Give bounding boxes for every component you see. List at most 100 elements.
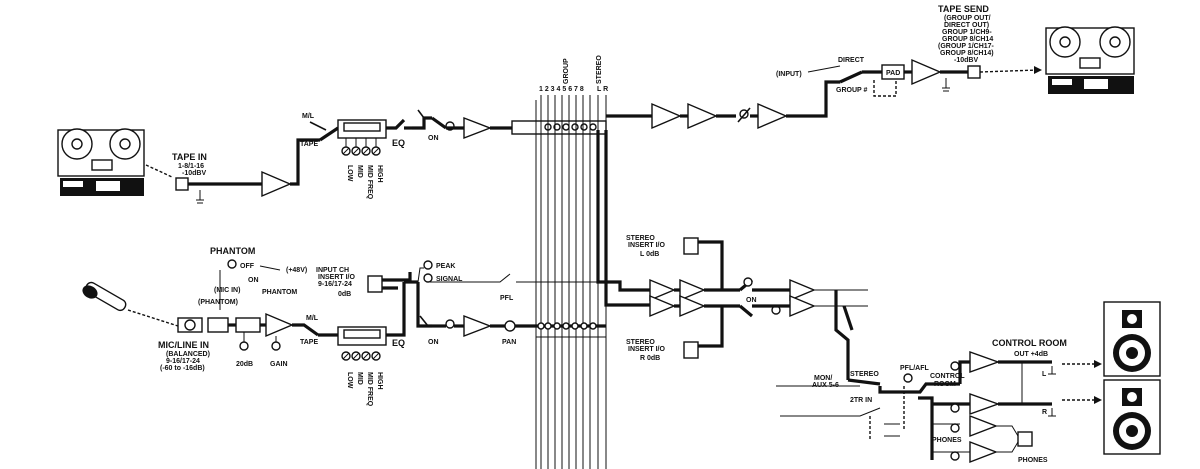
phantom-label: PHANTOM: [210, 246, 255, 256]
mic-eq-low: LOW: [346, 372, 353, 389]
stereo-on-label: ON: [746, 297, 757, 304]
speaker-left-icon: [1103, 301, 1161, 377]
tape-label: TAPE: [300, 141, 318, 148]
pan-knob: [504, 320, 516, 332]
phones-l-amp: [969, 414, 998, 438]
off-label: OFF: [240, 263, 255, 270]
mic-ml-label: M/L: [306, 315, 319, 322]
insert-d4: 0dB: [338, 291, 351, 298]
mic-line-d1: (BALANCED): [166, 351, 210, 358]
input-label: (INPUT): [776, 71, 802, 78]
cr-out-1: CONTROL ROOM: [992, 338, 1067, 348]
phones-r-amp: [969, 440, 998, 464]
tape-send-d7: -10dBV: [954, 57, 978, 64]
stereo-insert-r-1: STEREO: [626, 339, 655, 346]
tape-eq-mid: MID: [356, 165, 363, 178]
peak-label: PEAK: [436, 263, 455, 270]
group-num-label: GROUP #: [836, 87, 867, 94]
tape-send-d6: GROUP 8/CH14): [940, 50, 994, 57]
pad-label: PAD: [886, 70, 900, 77]
tape-ml-label: M/L: [302, 113, 315, 120]
stereo-insert-l-3: L 0dB: [640, 251, 659, 258]
cr-r-label: R: [1042, 409, 1047, 416]
mic-eq-knobs: [341, 351, 381, 361]
phantom-switch-label: PHANTOM: [262, 289, 297, 296]
group-amp-2: [687, 102, 718, 130]
cr-r-amp: [969, 393, 1001, 415]
stereo-bus-label: STEREO: [596, 55, 603, 84]
group-amp-3: [757, 102, 788, 130]
stereo-insert-l-2: INSERT I/O: [628, 242, 666, 249]
tape-send-label: TAPE SEND: [938, 4, 989, 14]
mic-ch-amp: [463, 314, 492, 338]
tape-send-d5: (GROUP 1/CH17-: [938, 43, 995, 50]
mic-on-label: ON: [428, 339, 439, 346]
20db-label: 20dB: [236, 361, 253, 368]
input-insert-jack: [367, 275, 383, 293]
tape-in-detail-1: 1-8/1-16: [178, 163, 204, 170]
tape-recorder-output-icon: [1045, 26, 1135, 94]
tape-in-label: TAPE IN: [172, 152, 207, 162]
mic-eq-high: HIGH: [376, 372, 383, 390]
on-phantom-label: ON: [248, 277, 259, 284]
stereo-insert-r-jack: [683, 341, 699, 359]
tape-in-amp: [261, 170, 292, 198]
stereo-l-amp-1: [649, 278, 676, 302]
plus48v-label: (+48V): [286, 267, 307, 274]
tape-send-jack: [967, 65, 981, 79]
insert-d3: 9-16/17-24: [318, 281, 352, 288]
tape-eq-knobs: [341, 138, 381, 156]
pfl-afl-label: PFL/AFL: [900, 365, 929, 372]
stereo-src-label: STEREO: [850, 371, 879, 378]
tape-eq-high: HIGH: [376, 165, 383, 183]
pfl-label: PFL: [500, 295, 514, 302]
tape-eq-midfreq: MID FREQ: [366, 165, 373, 200]
mic-eq-mid: MID: [356, 372, 363, 385]
mic-bus-nodes: [537, 322, 597, 330]
direct-label: DIRECT: [838, 57, 865, 64]
insert-d2: INSERT I/O: [318, 274, 356, 281]
mic-preamp: [265, 312, 294, 338]
two-tr-in-label: 2TR IN: [850, 397, 872, 404]
stereo-l-out-amp: [789, 278, 816, 302]
stereo-r-out-amp: [789, 294, 816, 318]
control-room-2: ROOM: [934, 381, 956, 388]
mic-fader-knob: [445, 319, 455, 329]
mic-line-d2: 9-16/17-24: [166, 358, 200, 365]
mic-line-d3: (-60 to -16dB): [160, 365, 205, 372]
mic-line-in-label: MIC/LINE IN: [158, 340, 209, 350]
tape-on-label: ON: [428, 135, 439, 142]
cr-l-label: L: [1042, 371, 1047, 378]
tape-send-d4: GROUP 8/CH14: [942, 36, 993, 43]
phantom-paren-label: (PHANTOM): [198, 299, 238, 306]
group-amp-1: [651, 102, 682, 130]
mic-eq-label: EQ: [392, 338, 405, 348]
cr-l-amp: [969, 351, 1001, 373]
tape-in-jack: [175, 177, 189, 191]
stereo-r-amp-1: [649, 294, 676, 318]
tape-send-amp: [911, 58, 942, 86]
cr-out-2: OUT +4dB: [1014, 351, 1048, 358]
phones-label-2: PHONES: [1018, 457, 1048, 464]
insert-d1: INPUT CH: [316, 267, 349, 274]
control-room-1: CONTROL: [930, 373, 965, 380]
lr-label: L R: [597, 86, 608, 93]
mic-eq-midfreq: MID FREQ: [366, 372, 373, 407]
mon-aux-1: MON/: [814, 375, 832, 382]
phones-label-1: PHONES: [932, 437, 962, 444]
line-jack: [207, 317, 229, 333]
speaker-right-icon: [1103, 379, 1161, 455]
stereo-insert-l-1: STEREO: [626, 235, 655, 242]
tape-eq-low: LOW: [346, 165, 353, 182]
tape-send-d1: (GROUP OUT/: [944, 15, 991, 22]
tape-recorder-input-icon: [57, 128, 145, 196]
tape-eq-label: EQ: [392, 138, 405, 148]
tape-send-d2: DIRECT OUT): [944, 22, 989, 29]
tape-bus-nodes: [544, 123, 597, 131]
tape-in-detail-2: -10dBV: [182, 170, 206, 177]
tape-ch-amp: [463, 116, 492, 140]
gain-label: GAIN: [270, 361, 288, 368]
group-label: GROUP: [563, 58, 570, 84]
